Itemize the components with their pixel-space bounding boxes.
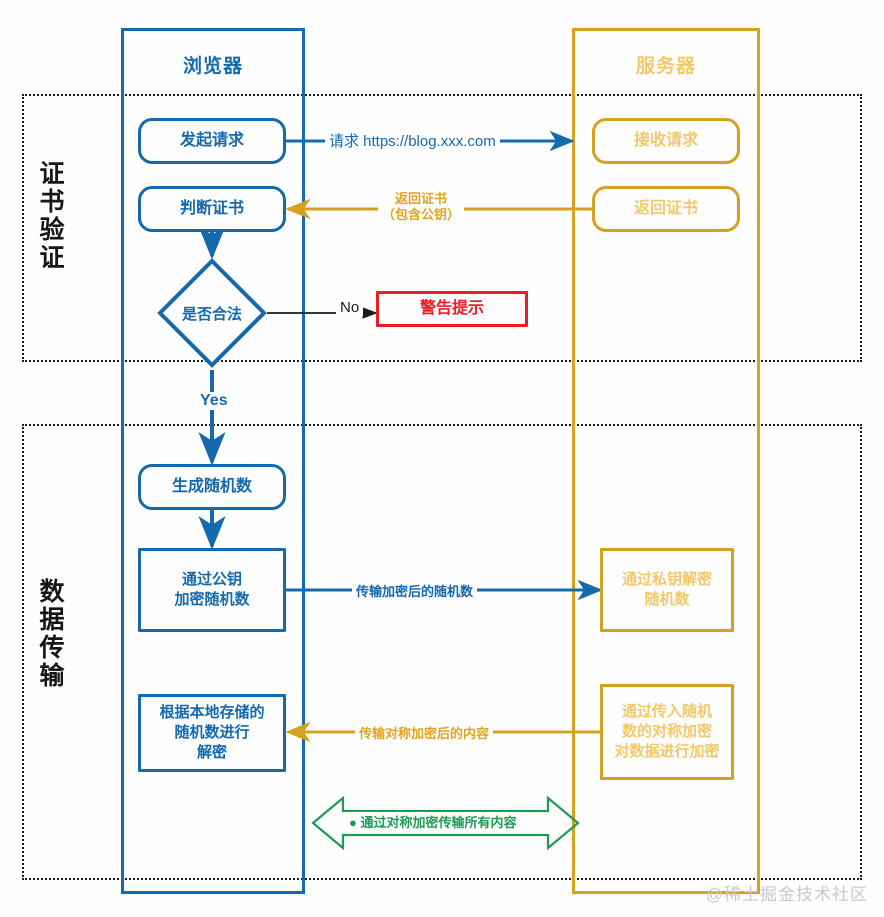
edge-label-no: No (336, 299, 364, 316)
phase-label-char: 传 (39, 634, 65, 662)
phase-label-char: 证 (39, 160, 65, 188)
node-receive-request[interactable]: 接收请求 (592, 118, 740, 164)
node-is-valid-decision[interactable]: 是否合法 (157, 258, 267, 368)
phase-label-data-transmission: 数 据 传 输 (26, 578, 78, 690)
swimlane-server: 服务器 (572, 28, 760, 894)
swimlane-browser-title: 浏览器 (182, 56, 243, 77)
node-is-valid-label: 是否合法 (181, 305, 242, 323)
edge-label-request-url: 请求 https://blog.xxx.com (325, 130, 500, 151)
node-judge-certificate[interactable]: 判断证书 (138, 186, 286, 232)
node-warning-prompt[interactable]: 警告提示 (376, 291, 528, 327)
node-symmetric-encrypt[interactable]: 通过传入随机 数的对称加密 对数据进行加密 (600, 684, 734, 780)
node-encrypt-with-public-key[interactable]: 通过公钥 加密随机数 (138, 548, 286, 632)
node-return-certificate[interactable]: 返回证书 (592, 186, 740, 232)
edge-label-yes: Yes (196, 392, 232, 410)
watermark: @稀土掘金技术社区 (705, 885, 868, 904)
phase-certificate-verification (22, 94, 862, 362)
node-decrypt-with-private-key[interactable]: 通过私钥解密 随机数 (600, 548, 734, 632)
phase-label-char: 验 (39, 216, 65, 244)
edge-label-transmit-symmetric-content: 传输对称加密后的内容 (355, 723, 494, 742)
edge-label-return-certificate: 返回证书 （包含公钥） (378, 191, 465, 224)
node-generate-random[interactable]: 生成随机数 (138, 464, 286, 510)
phase-label-char: 数 (39, 578, 65, 606)
phase-label-char: 书 (39, 188, 65, 216)
node-send-request[interactable]: 发起请求 (138, 118, 286, 164)
edge-label-transmit-encrypted-random: 传输加密后的随机数 (352, 581, 478, 600)
phase-data-transmission (22, 424, 862, 880)
swimlane-server-title: 服务器 (635, 56, 696, 77)
node-local-decrypt[interactable]: 根据本地存储的 随机数进行 解密 (138, 694, 286, 772)
phase-label-char: 证 (39, 244, 65, 272)
edge-label-symmetric-all-content: ● 通过对称加密传输所有内容 (345, 812, 521, 831)
swimlane-browser: 浏览器 (121, 28, 305, 894)
phase-label-char: 据 (39, 606, 65, 634)
phase-label-char: 输 (39, 662, 65, 690)
phase-label-certificate-verification: 证 书 验 证 (26, 160, 78, 272)
diamond-shape (157, 258, 267, 368)
